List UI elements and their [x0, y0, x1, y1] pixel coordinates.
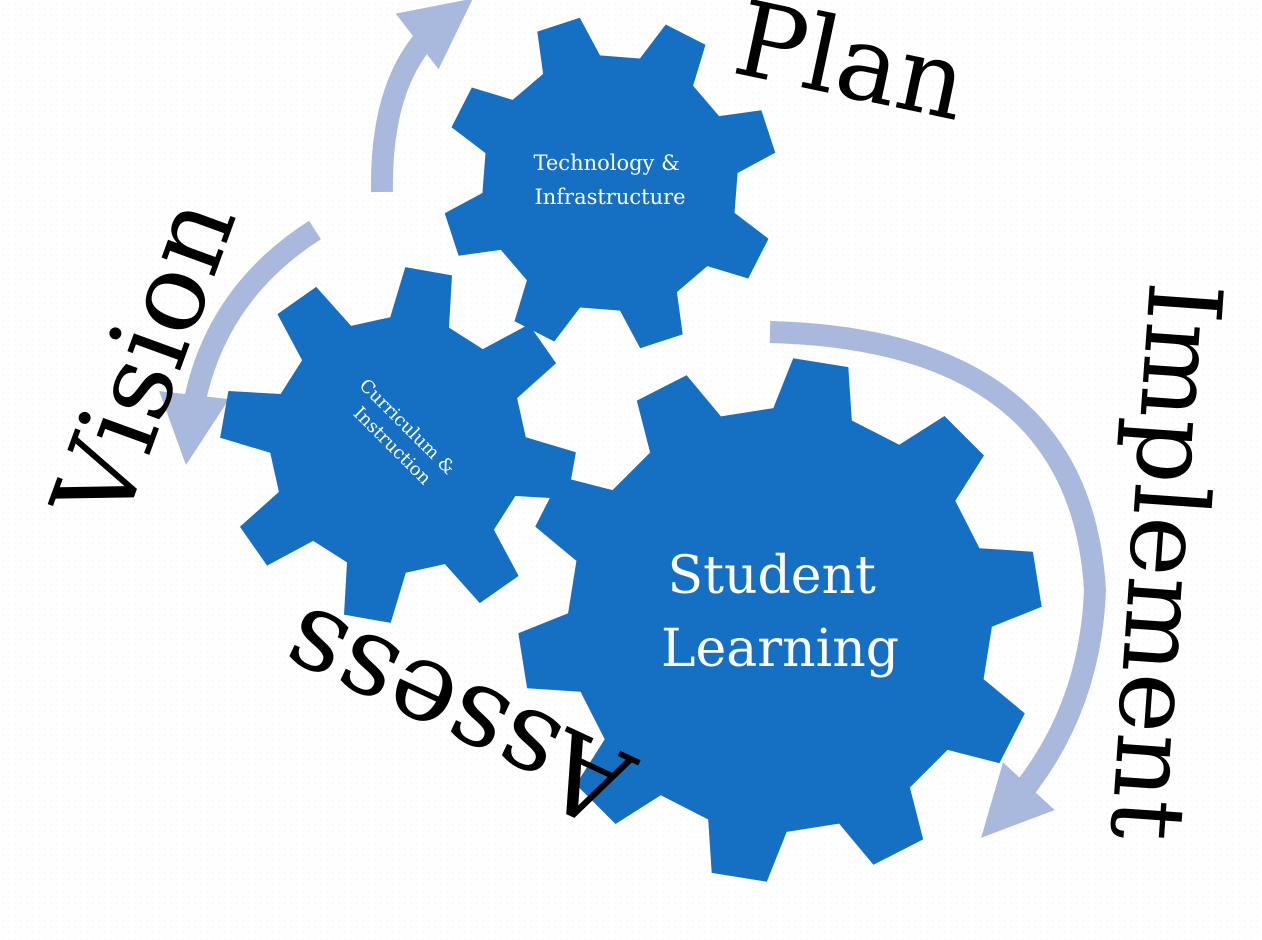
vision-label: Vision	[28, 181, 261, 541]
student-label-line2: Learning	[661, 619, 899, 679]
cycle-arrow-left	[159, 220, 321, 465]
technology-label-line1: Technology &	[534, 151, 680, 175]
cycle-arrow-right	[769, 321, 1107, 838]
curriculum-gear	[220, 267, 576, 623]
student-learning-gear	[518, 358, 1042, 882]
student-label-line1: Student	[668, 546, 877, 606]
implement-text: Implement	[1086, 278, 1244, 844]
cycle-arrow-top	[370, 0, 473, 193]
vision-text: Vision	[28, 181, 261, 541]
technology-label-line2: Infrastructure	[534, 185, 685, 209]
student-learning-gear-label: Student Learning	[661, 546, 899, 679]
technology-gear	[444, 17, 776, 349]
implement-label: Implement	[1086, 278, 1244, 844]
technology-gear-label: Technology & Infrastructure	[534, 151, 687, 209]
